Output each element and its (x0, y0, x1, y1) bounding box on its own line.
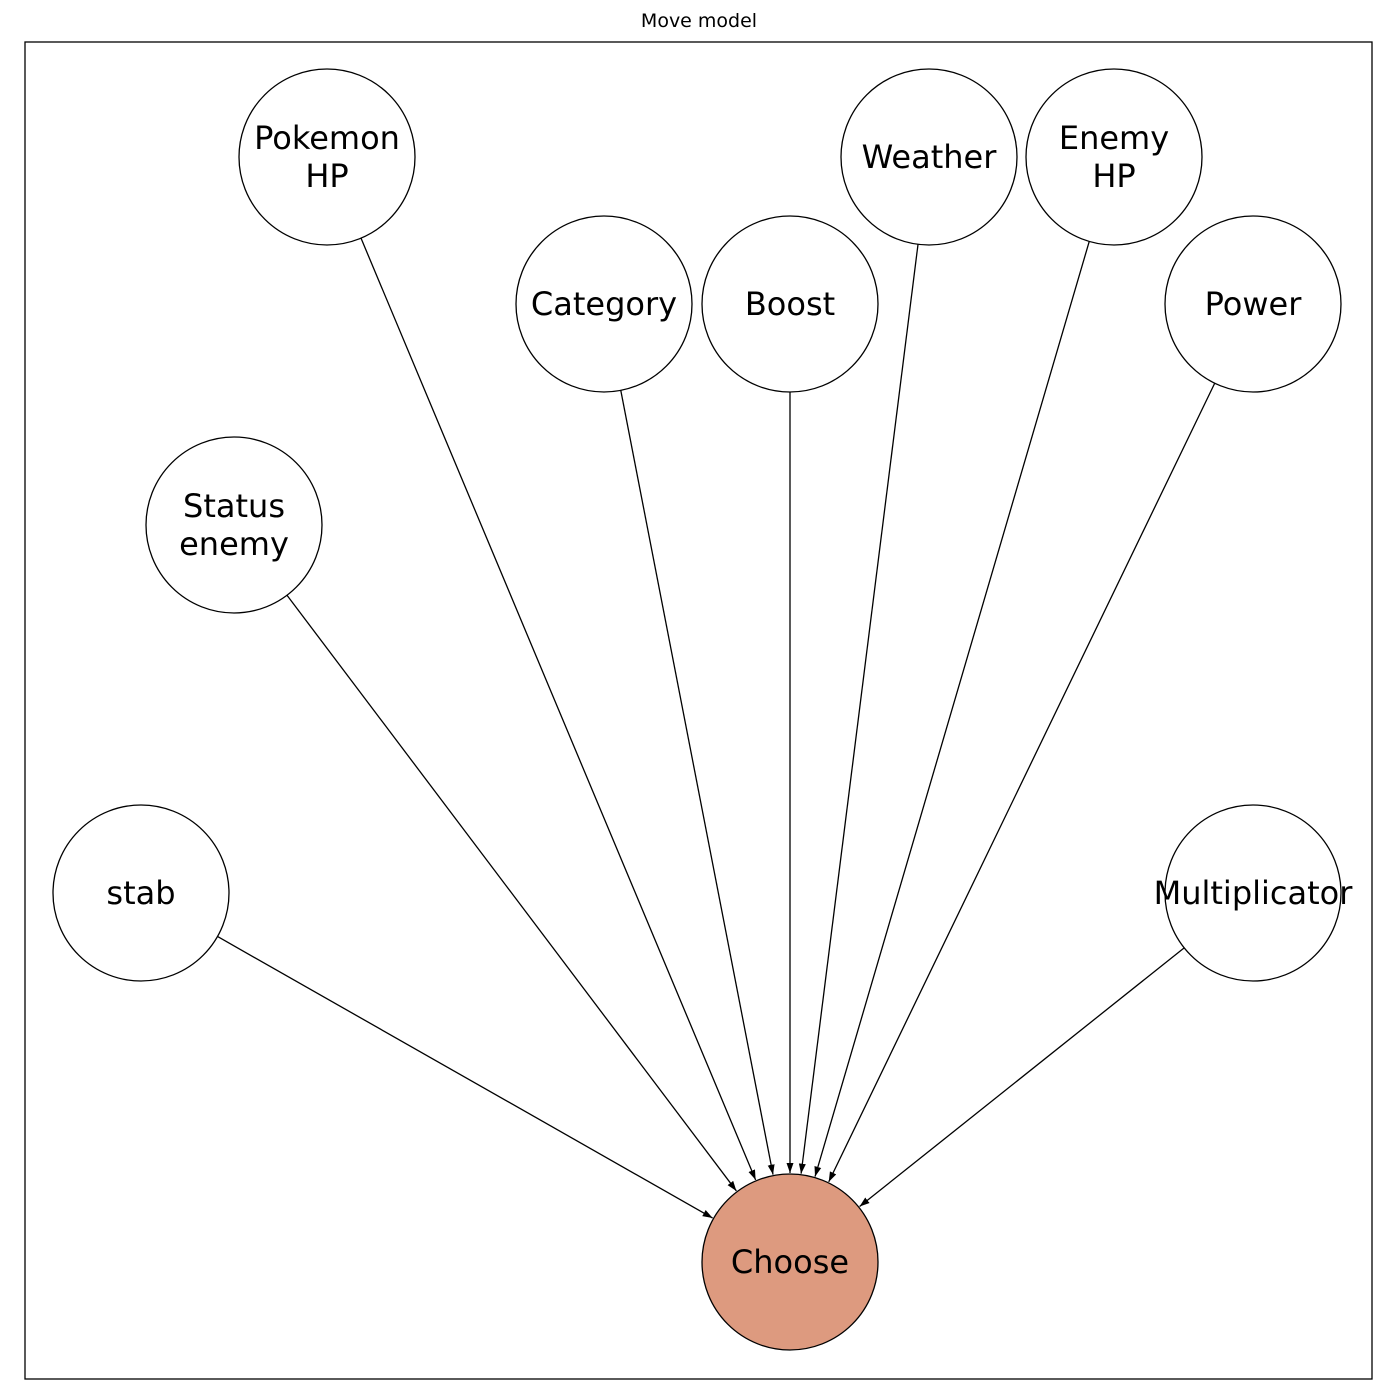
node-circle-status_enemy (145, 436, 323, 614)
node-stab: stab (52, 804, 230, 982)
node-label-enemy_hp-line-0: Enemy (1059, 119, 1169, 157)
edge-stab-to-choose (217, 935, 713, 1219)
plot-frame (24, 41, 1373, 1380)
node-label-power-line-0: Power (1205, 285, 1303, 323)
node-circle-stab (52, 804, 230, 982)
node-label-boost-line-0: Boost (745, 285, 835, 323)
node-label-pokemon_hp-line-0: Pokemon (254, 119, 400, 157)
node-boost: Boost (701, 215, 879, 393)
node-circle-boost (701, 215, 879, 393)
node-circle-weather (840, 68, 1018, 246)
edge-status_enemy-to-choose (286, 594, 737, 1192)
edge-power-to-choose (828, 382, 1216, 1183)
node-label-category-line-0: Category (531, 285, 677, 323)
edge-multiplicator-to-choose (859, 947, 1185, 1208)
node-power: Power (1164, 215, 1342, 393)
edge-weather-to-choose (798, 244, 919, 1174)
node-circle-enemy_hp (1025, 68, 1203, 246)
node-circle-multiplicator (1164, 804, 1342, 982)
node-label-stab-line-0: stab (106, 874, 175, 912)
node-label-weather-line-0: Weather (862, 138, 998, 176)
edge-category-to-choose (620, 390, 775, 1175)
node-choose: Choose (701, 1173, 879, 1351)
node-label-enemy_hp-line-1: HP (1092, 157, 1135, 195)
edge-enemy_hp-to-choose (814, 241, 1090, 1177)
node-multiplicator: Multiplicator (1154, 804, 1354, 982)
node-label-status_enemy-line-1: enemy (179, 525, 289, 563)
node-circle-power (1164, 215, 1342, 393)
edges-layer (217, 237, 1216, 1219)
diagram-title: Move model (640, 10, 758, 32)
node-label-multiplicator-line-0: Multiplicator (1154, 874, 1354, 912)
node-circle-choose (701, 1173, 879, 1351)
node-circle-category (515, 215, 693, 393)
node-circle-pokemon_hp (238, 68, 416, 246)
node-label-pokemon_hp-line-1: HP (305, 157, 348, 195)
edge-pokemon_hp-to-choose (360, 237, 757, 1181)
node-label-status_enemy-line-0: Status (183, 487, 285, 525)
node-weather: Weather (840, 68, 1018, 246)
node-label-choose-line-0: Choose (731, 1243, 849, 1281)
node-category: Category (515, 215, 693, 393)
